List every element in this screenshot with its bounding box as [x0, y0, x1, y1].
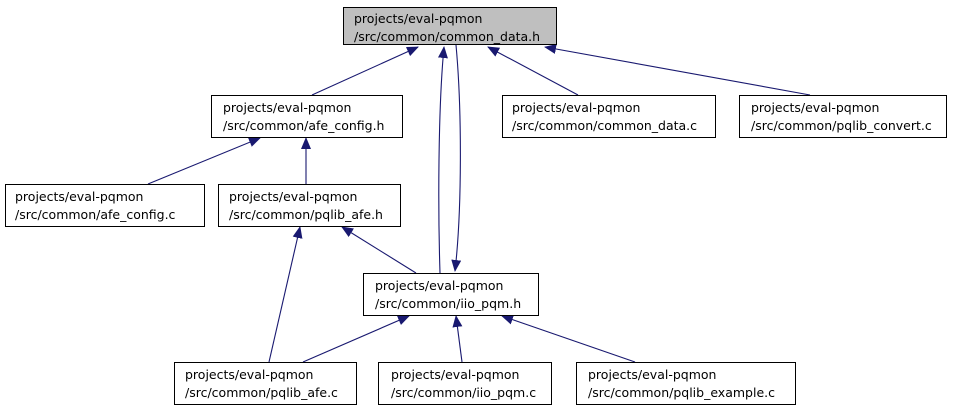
node-iio-pqm-h[interactable]: projects/eval-pqmon /src/common/iio_pqm.…	[363, 273, 539, 316]
edge-iio-pqm-h-to-common-data-h	[437, 46, 448, 274]
node-pqlib-example-c-line1: projects/eval-pqmon	[588, 367, 717, 382]
node-afe-config-c-line2: /src/common/afe_config.c	[15, 207, 176, 222]
edge-iio-pqm-c-to-iio-pqm-h	[452, 315, 463, 363]
node-iio-pqm-h-line2: /src/common/iio_pqm.h	[375, 296, 522, 311]
node-pqlib-example-c-line2: /src/common/pqlib_example.c	[588, 385, 775, 400]
node-iio-pqm-c-line1: projects/eval-pqmon	[391, 367, 520, 382]
node-pqlib-afe-h-line1: projects/eval-pqmon	[229, 189, 358, 204]
node-afe-config-h[interactable]: projects/eval-pqmon /src/common/afe_conf…	[211, 95, 403, 138]
node-pqlib-convert-c[interactable]: projects/eval-pqmon /src/common/pqlib_co…	[739, 95, 947, 138]
node-pqlib-afe-c-line2: /src/common/pqlib_afe.c	[185, 385, 338, 400]
edge-iio-pqm-h-to-pqlib-afe-h	[341, 226, 417, 274]
edge-common-data-h-to-iio-pqm-h	[451, 44, 462, 272]
node-afe-config-c-line1: projects/eval-pqmon	[15, 189, 144, 204]
node-iio-pqm-c[interactable]: projects/eval-pqmon /src/common/iio_pqm.…	[378, 362, 552, 405]
edge-pqlib-afe-c-to-pqlib-afe-h	[268, 226, 303, 363]
node-iio-pqm-c-line2: /src/common/iio_pqm.c	[391, 385, 537, 400]
node-common-data-c-line1: projects/eval-pqmon	[512, 100, 641, 115]
node-pqlib-convert-c-line1: projects/eval-pqmon	[751, 100, 880, 115]
node-pqlib-afe-h-line2: /src/common/pqlib_afe.h	[229, 207, 383, 222]
node-common-data-h: projects/eval-pqmon /src/common/common_d…	[343, 7, 557, 45]
edge-pqlib-example-c-to-iio-pqm-h	[501, 314, 636, 363]
node-pqlib-afe-c[interactable]: projects/eval-pqmon /src/common/pqlib_af…	[174, 362, 357, 405]
node-common-data-c-line2: /src/common/common_data.c	[512, 118, 698, 133]
node-common-data-h-line2: /src/common/common_data.h	[354, 29, 541, 44]
node-afe-config-h-line2: /src/common/afe_config.h	[223, 118, 385, 133]
node-iio-pqm-h-line1: projects/eval-pqmon	[375, 278, 504, 293]
node-common-data-c[interactable]: projects/eval-pqmon /src/common/common_d…	[502, 95, 716, 138]
edge-pqlib-convert-c-to-common-data-h	[544, 44, 811, 96]
node-pqlib-example-c[interactable]: projects/eval-pqmon /src/common/pqlib_ex…	[576, 362, 796, 405]
node-common-data-h-line1: projects/eval-pqmon	[354, 11, 483, 26]
edge-common-data-c-to-common-data-h	[487, 46, 579, 96]
node-pqlib-afe-c-line1: projects/eval-pqmon	[185, 367, 314, 382]
node-afe-config-h-line1: projects/eval-pqmon	[223, 100, 352, 115]
edge-afe-config-h-to-common-data-h	[311, 46, 419, 96]
edge-pqlib-afe-c-to-iio-pqm-h	[302, 315, 410, 363]
node-pqlib-afe-h[interactable]: projects/eval-pqmon /src/common/pqlib_af…	[218, 184, 401, 227]
edge-afe-config-c-to-afe-config-h	[147, 137, 261, 185]
node-afe-config-c[interactable]: projects/eval-pqmon /src/common/afe_conf…	[5, 184, 205, 227]
node-pqlib-convert-c-line2: /src/common/pqlib_convert.c	[751, 118, 932, 133]
